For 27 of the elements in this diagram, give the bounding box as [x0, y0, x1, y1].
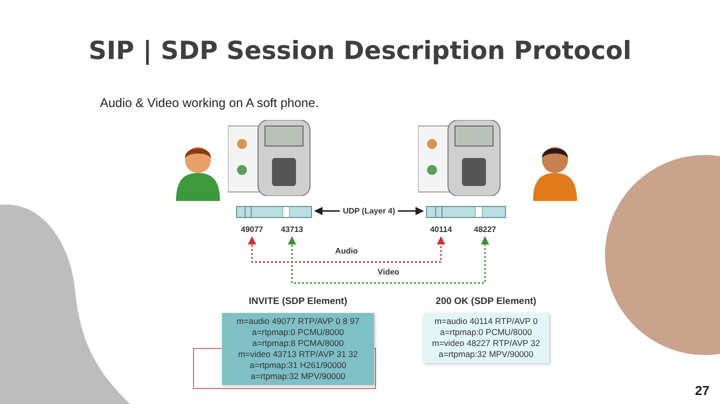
sdp-line: a=rtpmap:32 MPV/90000 — [250, 371, 346, 382]
port-number: 48227 — [471, 225, 499, 235]
packet-bar — [236, 205, 312, 217]
port-number: 40114 — [427, 225, 455, 235]
box-heading: 200 OK (SDP Element) — [434, 296, 538, 307]
phone-drawing — [418, 120, 502, 196]
packet-bar — [426, 205, 506, 217]
dashed-arrow — [248, 236, 446, 263]
sdp-line: m=audio 49077 RTP/AVP 0 8 97 — [236, 316, 360, 327]
edge-label: UDP (Layer 4) — [340, 206, 398, 216]
sdp-line: m=video 48227 RTP/AVP 32 — [431, 338, 541, 349]
dashed-arrow — [288, 236, 490, 284]
page-number: 27 — [695, 383, 710, 398]
phone-drawing — [228, 120, 312, 196]
sdp-line: a=rtpmap:32 MPV/90000 — [438, 349, 534, 360]
sdp-line: a=rtpmap:0 PCMU/8000 — [251, 327, 345, 338]
box-heading: INVITE (SDP Element) — [248, 296, 348, 307]
sdp-line: m=audio 40114 RTP/AVP 0 — [433, 316, 539, 327]
sdp-line: a=rtpmap:8 PCMA/8000 — [251, 338, 345, 349]
edge-label: Audio — [332, 246, 361, 256]
sdp-line: a=rtpmap:0 PCMU/8000 — [439, 327, 533, 338]
port-number: 43713 — [278, 225, 306, 235]
port-number: 49077 — [238, 225, 266, 235]
slide-title: SIP | SDP Session Description Protocol — [88, 36, 632, 65]
subtitle-text: Audio & Video working on A soft phone. — [100, 96, 319, 110]
sdp-line: m=video 43713 RTP/AVP 31 32 — [237, 349, 359, 360]
sdp-line: a=rtpmap:31 H261/90000 — [248, 360, 348, 371]
